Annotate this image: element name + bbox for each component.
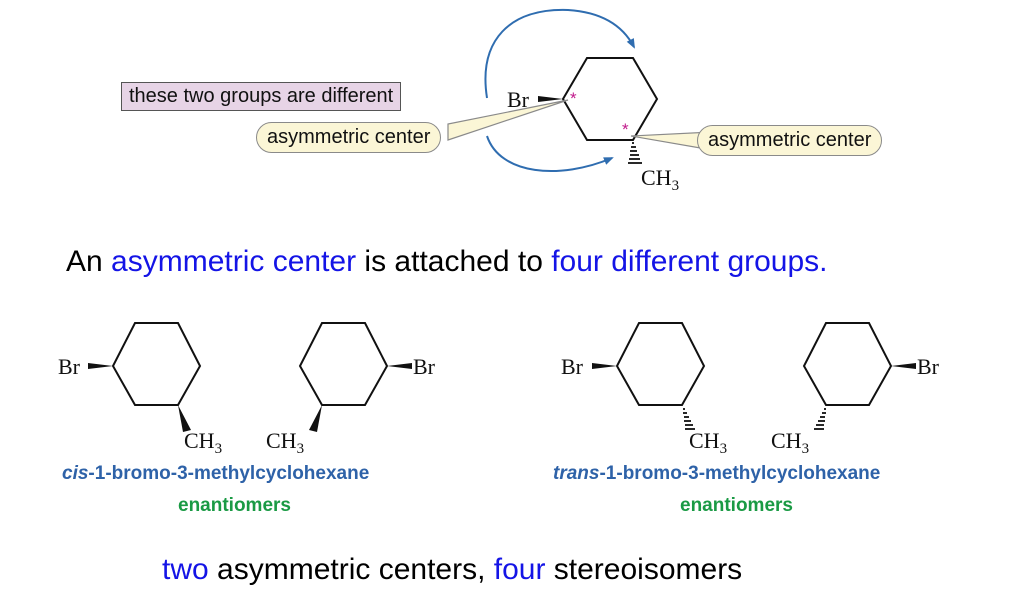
- summary-statement: two asymmetric centers, four stereoisome…: [162, 553, 742, 587]
- cis-enantiomers-label: enantiomers: [178, 495, 291, 516]
- trans-2-br-wedge: [891, 363, 916, 369]
- statement-emphasis: four different groups.: [551, 245, 828, 278]
- cis-molecule-1: [88, 322, 202, 432]
- summary-text1: asymmetric centers,: [208, 553, 494, 586]
- summary-num2: four: [493, 553, 546, 586]
- trans-1-ring: [615, 322, 706, 406]
- top-br-label: Br: [507, 87, 530, 112]
- cis-2-br-label: Br: [413, 354, 436, 379]
- trans-molecule-2: [802, 322, 916, 430]
- cis-1-ch3-wedge: [178, 405, 191, 432]
- cis-2-ring: [298, 322, 389, 406]
- arrow-lower-path: [486, 135, 614, 173]
- cis-1-br-label: Br: [58, 354, 81, 379]
- top-molecule: Br CH3 * *: [447, 8, 713, 194]
- trans-enantiomers-label: enantiomers: [680, 495, 793, 516]
- trans-2-br-label: Br: [917, 354, 940, 379]
- cis-compound-name: cis-1-bromo-3-methylcyclohexane: [62, 463, 369, 485]
- trans-2-ch3-label: CH3: [771, 428, 809, 457]
- statement-term: asymmetric center: [111, 245, 357, 278]
- statement-prefix: An: [66, 245, 112, 278]
- top-ch3-hashed-bond: [628, 142, 642, 164]
- top-br-wedge: [538, 96, 563, 102]
- cis-2-ch3-wedge: [309, 405, 322, 432]
- trans-compound-name: trans-1-bromo-3-methylcyclohexane: [553, 463, 880, 485]
- asymmetric-center-bubble-left: asymmetric center: [256, 122, 442, 153]
- cis-1-ring: [111, 322, 202, 406]
- cis-1-br-wedge: [88, 363, 113, 369]
- definition-statement: An asymmetric center is attached to four…: [66, 245, 828, 279]
- summary-text2: stereoisomers: [545, 553, 743, 586]
- cis-2-ch3-label: CH3: [266, 428, 304, 457]
- trans-1-br-label: Br: [561, 354, 584, 379]
- left-bubble-pointer: [447, 99, 569, 141]
- trans-1-br-wedge: [592, 363, 617, 369]
- trans-1-ch3-label: CH3: [689, 428, 727, 457]
- cis-2-br-wedge: [387, 363, 412, 369]
- trans-name-rest: -1-bromo-3-methylcyclohexane: [599, 463, 881, 484]
- trans-1-ch3-hashed-bond: [683, 408, 695, 430]
- different-groups-callout: these two groups are different: [121, 82, 402, 111]
- top-ch3-label: CH3: [641, 165, 679, 194]
- trans-2-ring: [802, 322, 893, 406]
- cis-molecule-2: [298, 322, 412, 432]
- summary-num1: two: [162, 553, 209, 586]
- trans-2-ch3-hashed-bond: [814, 408, 826, 430]
- cis-name-rest: -1-bromo-3-methylcyclohexane: [88, 463, 370, 484]
- cis-1-ch3-label: CH3: [184, 428, 222, 457]
- statement-middle: is attached to: [356, 245, 552, 278]
- asterisk-c1: *: [570, 89, 577, 108]
- arrow-upper-path: [484, 8, 635, 99]
- trans-molecule-1: [592, 322, 706, 430]
- asterisk-c3: *: [622, 120, 629, 139]
- top-cyclohexane-ring: [561, 57, 659, 141]
- trans-prefix: trans: [553, 463, 600, 484]
- cis-prefix: cis: [62, 463, 89, 484]
- asymmetric-center-bubble-right: asymmetric center: [697, 125, 883, 156]
